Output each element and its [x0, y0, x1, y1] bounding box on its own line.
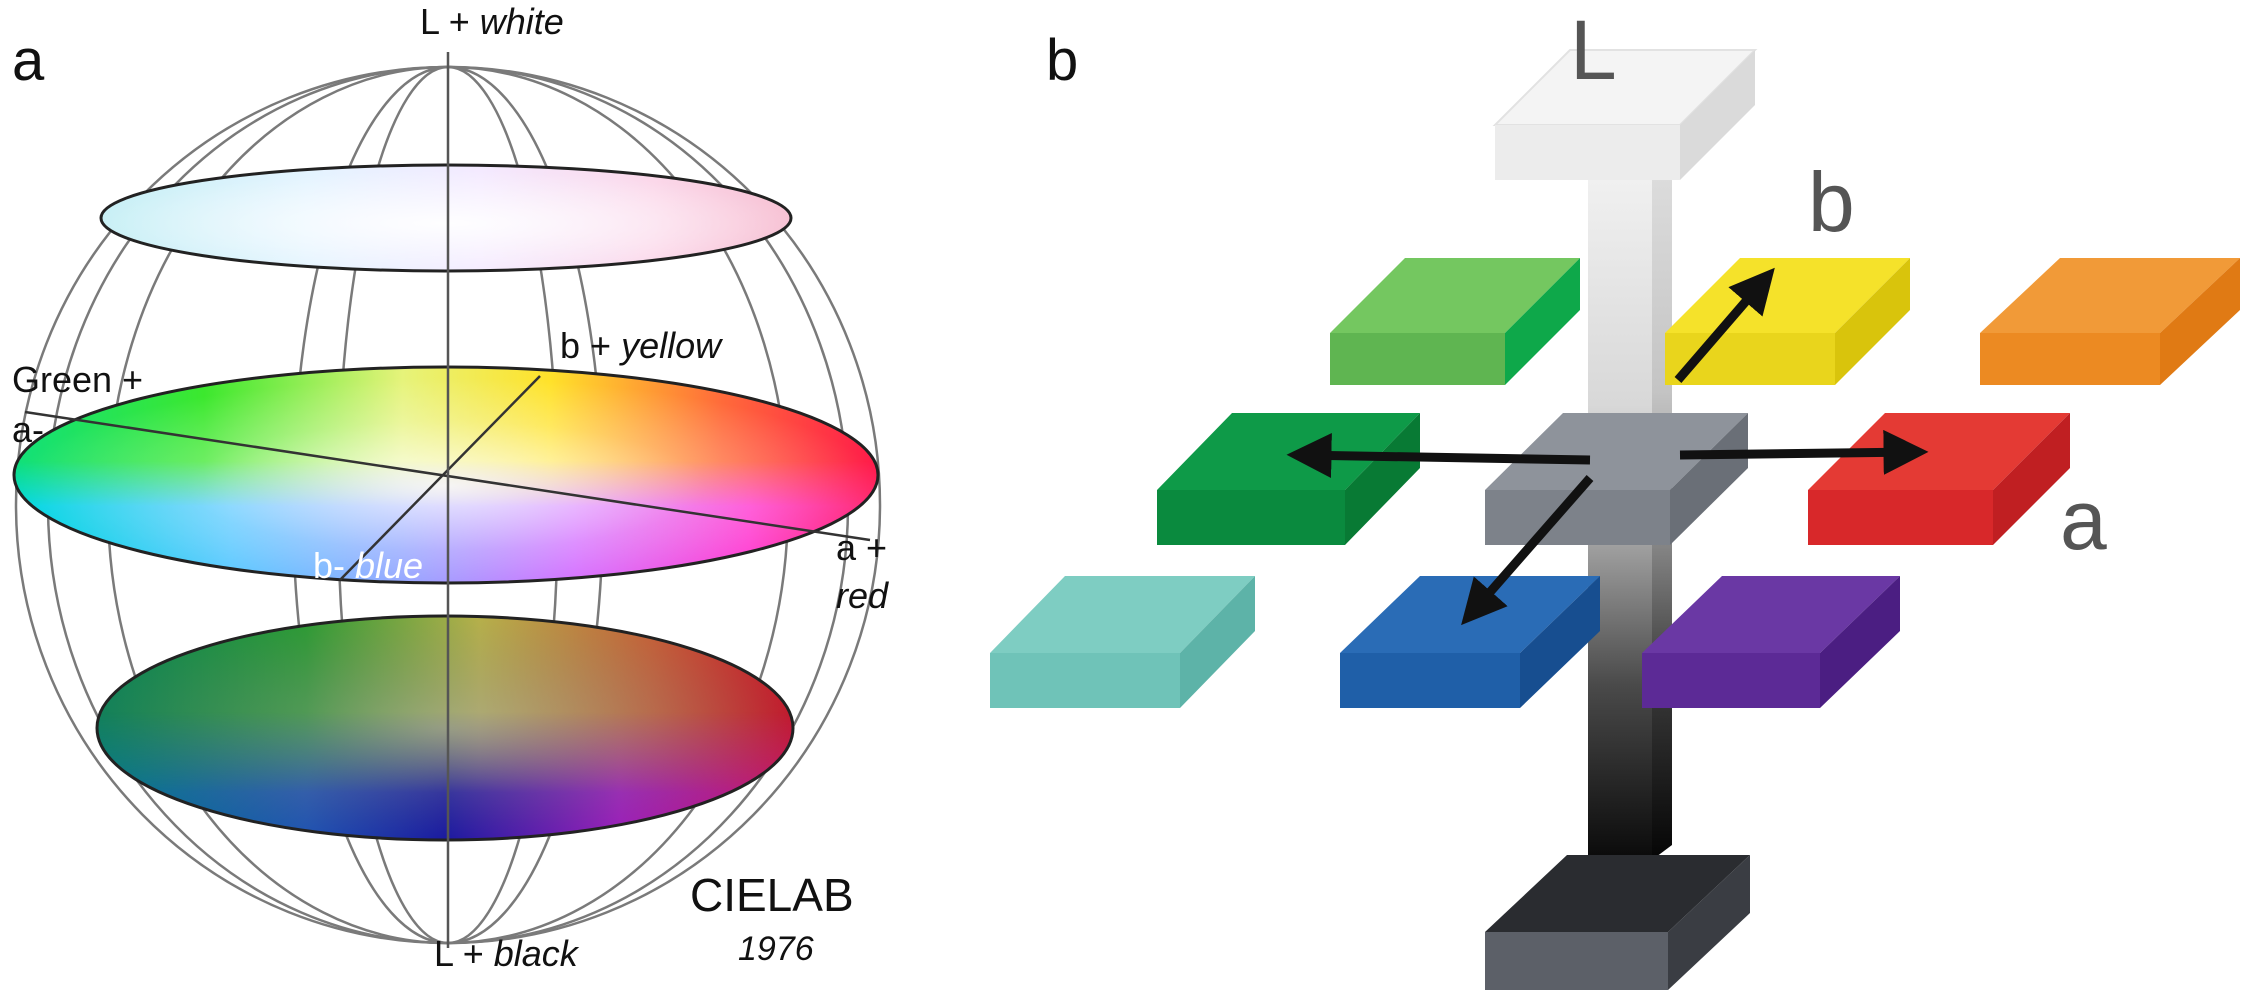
b-blue-label: b- blue: [313, 548, 423, 584]
black-block: [1485, 855, 1750, 990]
cielab-caption-title: CIELAB: [690, 869, 854, 921]
axis-a-label: a: [2060, 473, 2107, 567]
arrow-b-negative: [1461, 475, 1594, 626]
b-yellow-word: yellow: [621, 325, 722, 366]
green-tile: [1157, 413, 1420, 545]
green-a-label-line1: Green +: [12, 359, 144, 400]
lab-block-diagram: [990, 49, 2240, 990]
l-white-label: L + white: [420, 4, 564, 40]
l-white-prefix: L +: [420, 1, 480, 42]
orange-tile: [1980, 258, 2240, 385]
b-blue-prefix: b-: [313, 545, 356, 586]
panel-b-letter: b: [1046, 28, 1079, 93]
axis-l-label: L: [1570, 3, 1617, 97]
light-disc: [99, 163, 793, 273]
dark-disc: [95, 614, 795, 842]
arrow-a-positive: [1679, 429, 1929, 475]
a-red-label-line2: red: [836, 575, 889, 616]
yellow-tile: [1665, 258, 1910, 385]
axis-b-label: b: [1808, 155, 1855, 249]
red-tile: [1808, 413, 2070, 545]
b-yellow-label: b + yellow: [560, 328, 721, 364]
blue-tile: [1340, 576, 1600, 708]
l-black-label: L + black: [434, 936, 578, 972]
light-green-tile: [1330, 258, 1580, 385]
mid-lightness-disc: [12, 365, 880, 585]
arrow-a-negative: [1286, 433, 1591, 479]
b-yellow-prefix: b +: [560, 325, 622, 366]
purple-tile: [1642, 576, 1900, 708]
green-a-label-line2: a-: [12, 409, 45, 450]
a-red-label-line1: a +: [836, 527, 888, 568]
white-block: [1492, 49, 1758, 180]
teal-tile: [990, 576, 1255, 708]
l-black-prefix: L +: [434, 933, 494, 974]
l-white-word: white: [479, 1, 564, 42]
b-blue-word: blue: [355, 545, 424, 586]
cielab-caption-year: 1976: [738, 930, 814, 968]
panel-a-letter: a: [12, 28, 45, 93]
arrow-b-positive: [1674, 267, 1775, 383]
l-black-word: black: [493, 933, 578, 974]
axis-arrows: [1286, 267, 1929, 626]
center-gray-tile: [1485, 413, 1748, 545]
